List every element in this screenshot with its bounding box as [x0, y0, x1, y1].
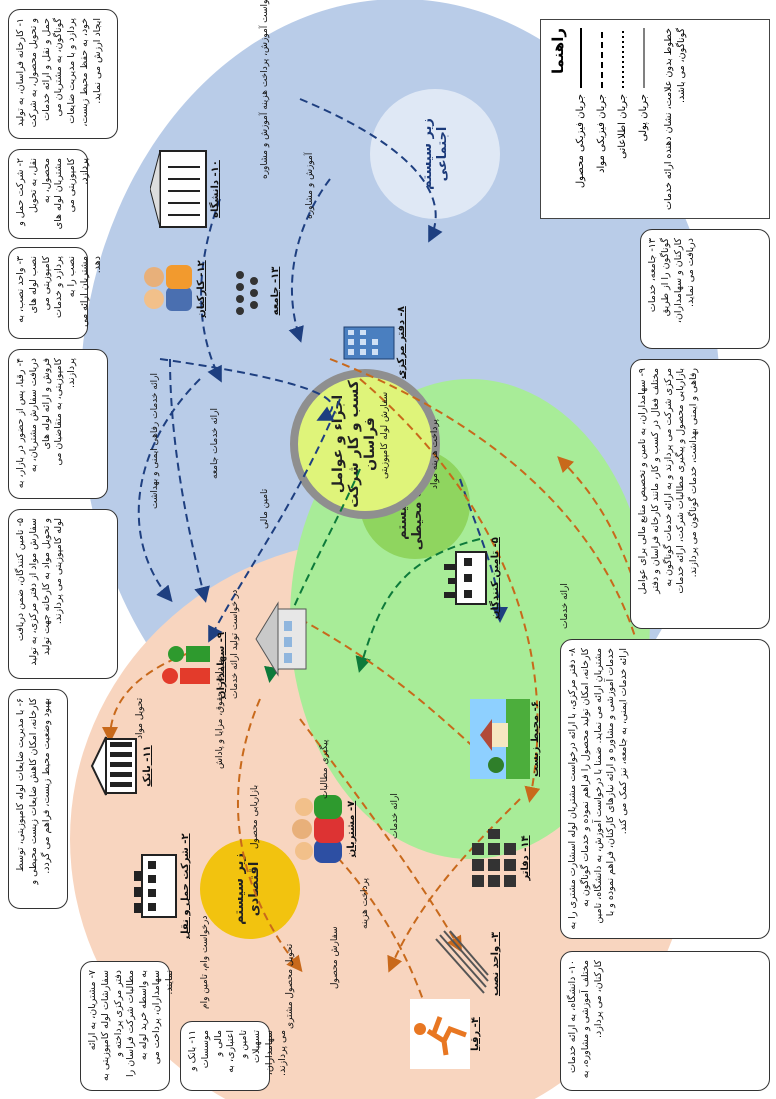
crowd-icon [236, 271, 258, 315]
running-competitor-icon [410, 999, 470, 1069]
flow-label: بازاریابی محصول [250, 784, 260, 849]
node-employees: ۱۲- کارکنان [140, 259, 208, 319]
supplier-factory-icon [444, 551, 487, 606]
flow-label: ارائه خدمات [560, 583, 570, 629]
node-unit: ۳- واحد نصب [430, 929, 502, 999]
node-university: ۱۰- دانشگاه [150, 149, 222, 229]
desc-box: ۱۰- دانشگاه، به ارائه خدمات مختلف آموزشی… [560, 951, 770, 1091]
flow-label: ارائه خدمات [390, 793, 400, 839]
legend-item: جریان فیزیکی مواد [596, 28, 607, 210]
employees-icon [144, 265, 192, 311]
legend-note: خطوط بدون علامت، نشان دهنده ارائه خدمات … [663, 28, 687, 210]
flow-label: تامین مالی [260, 488, 270, 529]
flow-label: درخواست وام، تامین وام [200, 915, 210, 1009]
desc-box: ۷- مشتریان، به ارائه سفارشات لوله کامپوز… [80, 961, 175, 1091]
bank-icon [90, 736, 137, 796]
dotted-line-icon [621, 28, 624, 88]
desc-box: ۹- سهامداران، به تامین و تخصیص منابع مال… [630, 359, 770, 629]
legend-label: جریان اطلاعاتی [617, 94, 628, 159]
node-environment: ۶- محیط زیست [470, 699, 542, 779]
node-label: ۲- شرکت حمل و نقل [180, 833, 191, 939]
desc-box: ۴- رقبا، پس از حضور در بازار، به دریافت … [8, 349, 108, 499]
installation-unit-icon [435, 930, 489, 994]
legend: راهنما جریان فیزیکی محصول جریان فیزیکی م… [540, 19, 770, 219]
node-customers: ۷- مشتریان [290, 789, 358, 869]
dashed-line-icon [600, 28, 603, 88]
legend-item: جریان فیزیکی محصول [575, 28, 586, 210]
node-label: ۶- محیط زیست [530, 701, 541, 777]
flow-label: پرداخت هزینه [360, 878, 370, 929]
desc-box: ۶- با مدیریت ضایعات لوله کامپوزیتی، توسط… [8, 689, 68, 909]
flow-label: سفارش لوله کامپوزیتی [380, 391, 390, 479]
legend-label: جریان فیزیکی محصول [575, 94, 586, 189]
flow-label: آموزش و مشاوره [305, 152, 315, 219]
legend-label: جریان پولی [638, 94, 649, 142]
node-suppliers: ۵- تامین کنندگان [440, 537, 502, 619]
office-tower-icon [343, 326, 395, 360]
flow-label: پرداخت حقوق، مزایا و پاداش [215, 659, 225, 769]
flow-label: پیگیری مطالبات [320, 739, 330, 799]
node-label: ۳- واحد نصب [490, 931, 501, 997]
desc-box: ۱۱- بانک و موسسات مالی و اعتباری، به تام… [180, 1021, 288, 1091]
node-central-office: ۸- دفتر مرکزی [340, 306, 408, 379]
node-label: ۵- تامین کنندگان [490, 537, 501, 619]
solid-line-icon [579, 28, 582, 88]
money-flow-icon [643, 28, 644, 88]
desc-box: ۲- شرکت حمل و نقل، به تحویل محصول، به مش… [8, 149, 90, 239]
customers-icon [292, 795, 344, 863]
node-shareholders: ۹- سهامداران [160, 632, 228, 699]
node-raga: ۴- رقبا [410, 999, 482, 1069]
legend-item: جریان اطلاعاتی [617, 28, 628, 210]
legend-title: راهنما [549, 28, 567, 74]
flow-label: تحویل محصول مشتری [285, 943, 295, 1029]
node-transport: ۲- شرکت حمل و نقل [130, 833, 192, 939]
node-society: ۱۳- جامعه [230, 263, 282, 319]
flow-label: ارائه خدمات جامعه [210, 407, 220, 479]
desc-box: ۱- کارخانه فراسان، به تولید و تحویل محصو… [8, 9, 118, 139]
shareholders-icon [162, 646, 210, 685]
desc-box: ۵- تامین کنندگان، ضمن دریافت سفارش مواد … [8, 509, 118, 679]
node-bank: ۱۱- بانک [90, 733, 154, 799]
node-label: ۸- دفتر مرکزی [396, 306, 407, 379]
legend-item: جریان پولی [638, 28, 649, 210]
legend-label: جریان فیزیکی مواد [596, 94, 607, 173]
node-company-building [250, 599, 310, 679]
transport-company-icon [134, 854, 177, 919]
node-label: ۱۳- جامعه [270, 266, 281, 316]
flow-label: تحویل مواد [135, 697, 145, 739]
node-label: ۱۲- کارکنان [196, 260, 207, 318]
node-label: ۱۱- بانک [142, 745, 153, 787]
flow-label: پرداخت هزینه مواد [430, 419, 440, 489]
desc-box: ۱۳- جامعه، خدمات گوناگون را از طریق کارک… [640, 229, 770, 349]
flow-label: درخواست آموزش، پرداخت هزینه آموزش و مشاو… [260, 0, 270, 179]
node-label: ۷- مشتریان [346, 800, 357, 858]
flow-label: در خواست تولید ارائه خدمات [230, 589, 240, 699]
environment-landscape-icon [470, 699, 530, 779]
node-offices: ۱۴- دفاتر [470, 827, 532, 889]
offices-grid-icon [472, 829, 516, 887]
university-building-icon [150, 150, 207, 228]
node-label: ۱۰- دانشگاه [210, 160, 221, 218]
flow-label: سفارش محصول [330, 926, 340, 989]
flow-label: ارائه خدمات رفاهی ایمنی و بهداشت [150, 373, 160, 509]
node-label: ۱۴- دفاتر [520, 835, 531, 881]
company-building-icon [255, 601, 307, 677]
node-label: ۴- رقبا [470, 1017, 481, 1051]
desc-box: ۸- دفتر مرکزی، با ارائه درخواست مشتریان … [560, 639, 770, 939]
desc-box: ۳- واحد نصب، به نصب لوله های کامپوزیتی م… [8, 247, 103, 339]
